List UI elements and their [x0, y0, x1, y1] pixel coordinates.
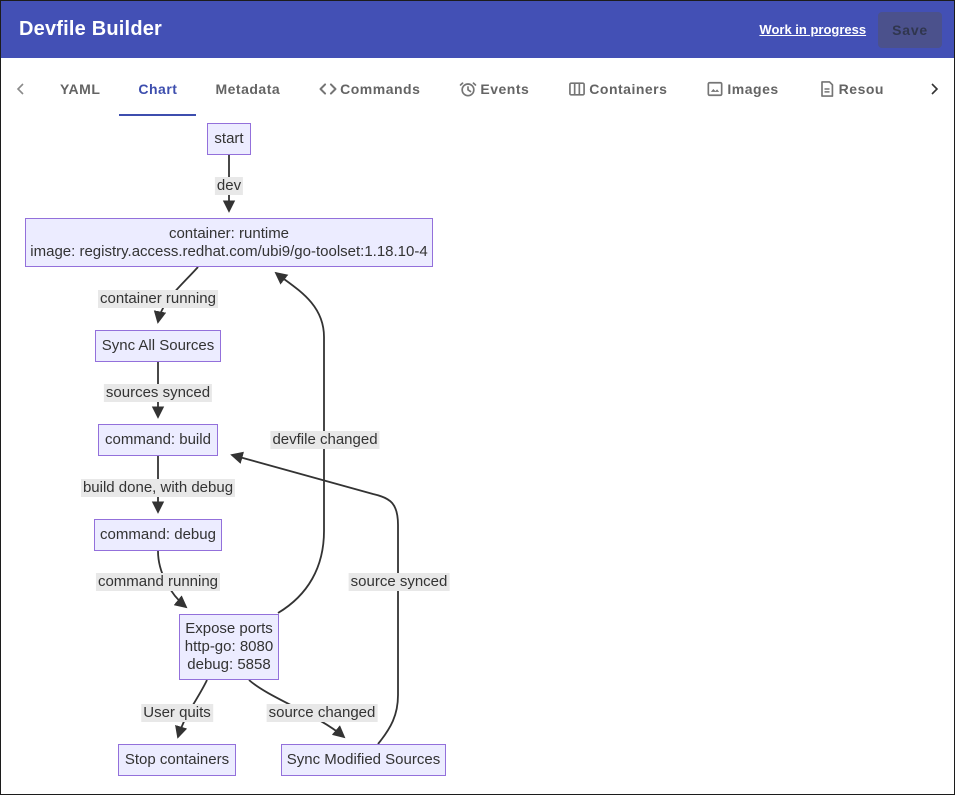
app-header: Devfile Builder Work in progress Save: [1, 1, 954, 58]
tab-bar: YAML Chart Metadata Commands: [1, 58, 954, 119]
edge-label-dev: dev: [214, 177, 244, 195]
tab-containers[interactable]: Containers: [548, 58, 686, 119]
tabs: YAML Chart Metadata Commands: [41, 58, 914, 119]
chevron-right-icon: [931, 82, 939, 95]
edge-label-source-synced: source synced: [348, 573, 450, 591]
tab-chart[interactable]: Chart: [119, 58, 197, 119]
edge-label-sources-synced: sources synced: [103, 384, 213, 402]
work-in-progress-link[interactable]: Work in progress: [759, 22, 867, 37]
tabs-scroll-left-button[interactable]: [1, 58, 41, 119]
edge-label-source-changed: source changed: [266, 704, 378, 722]
tabs-scroll-right-button[interactable]: [914, 58, 954, 119]
node-container-runtime: container: runtime image: registry.acces…: [25, 218, 433, 267]
edge-label-command-running: command running: [95, 573, 221, 591]
tab-resources[interactable]: Resou: [798, 58, 884, 119]
node-start: start: [207, 123, 251, 155]
node-command-build: command: build: [98, 424, 218, 456]
code-icon: [318, 79, 338, 99]
header-actions: Work in progress Save: [759, 11, 942, 48]
edge-label-devfile-changed: devfile changed: [270, 431, 380, 449]
image-icon: [705, 79, 725, 99]
node-command-debug: command: debug: [94, 519, 222, 551]
node-stop-containers: Stop containers: [118, 744, 236, 776]
node-sync-all-sources: Sync All Sources: [95, 330, 221, 362]
node-sync-modified-sources: Sync Modified Sources: [281, 744, 446, 776]
tab-images[interactable]: Images: [686, 58, 797, 119]
tab-commands[interactable]: Commands: [299, 58, 439, 119]
edge-label-container-running: container running: [98, 290, 218, 308]
edge-label-build-done: build done, with debug: [80, 479, 236, 497]
columns-icon: [567, 79, 587, 99]
app-title: Devfile Builder: [19, 18, 163, 40]
tab-yaml[interactable]: YAML: [41, 58, 119, 119]
node-expose-ports: Expose ports http-go: 8080 debug: 5858: [179, 614, 279, 680]
tab-events[interactable]: Events: [439, 58, 548, 119]
edge-syncmod-build: [230, 451, 399, 745]
edge-expose-container: [274, 271, 325, 614]
chevron-left-icon: [16, 82, 24, 95]
edge-label-user-quits: User quits: [141, 704, 213, 722]
alarm-clock-icon: [458, 79, 478, 99]
save-button[interactable]: Save: [878, 11, 942, 48]
document-icon: [817, 79, 837, 99]
tab-metadata[interactable]: Metadata: [196, 58, 299, 119]
